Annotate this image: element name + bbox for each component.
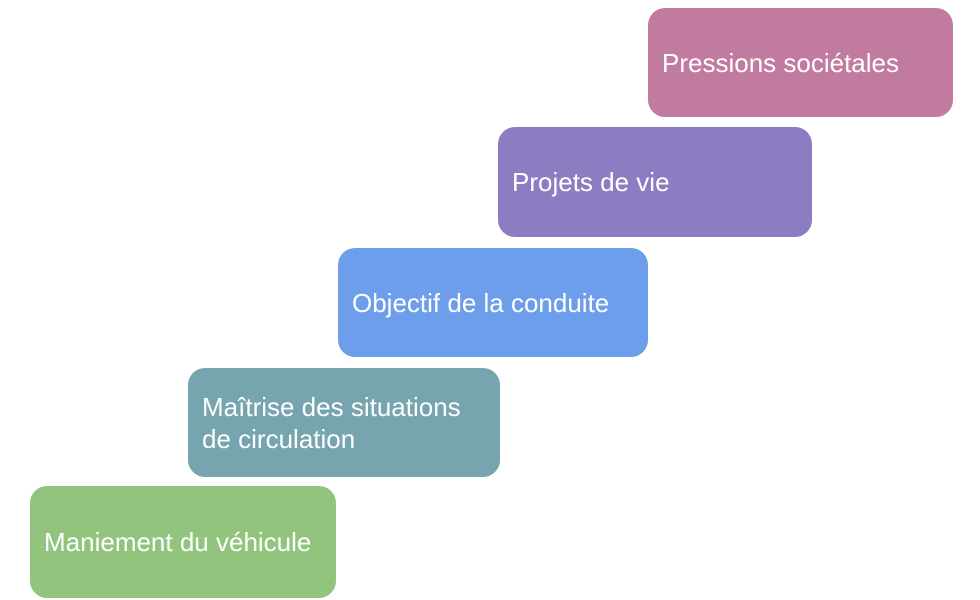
step-pressions-societales: Pressions sociétales [648, 8, 953, 117]
step-label: Maîtrise des situations de circulation [202, 391, 461, 454]
step-maitrise-des-situations: Maîtrise des situations de circulation [188, 368, 500, 477]
step-objectif-de-la-conduite: Objectif de la conduite [338, 248, 648, 357]
step-projets-de-vie: Projets de vie [498, 127, 812, 237]
step-label: Pressions sociétales [662, 47, 899, 78]
step-label: Objectif de la conduite [352, 287, 610, 318]
step-label: Projets de vie [512, 167, 670, 197]
step-maniement-du-vehicule: Maniement du véhicule [30, 486, 336, 598]
step-label: Maniement du véhicule [44, 527, 312, 557]
